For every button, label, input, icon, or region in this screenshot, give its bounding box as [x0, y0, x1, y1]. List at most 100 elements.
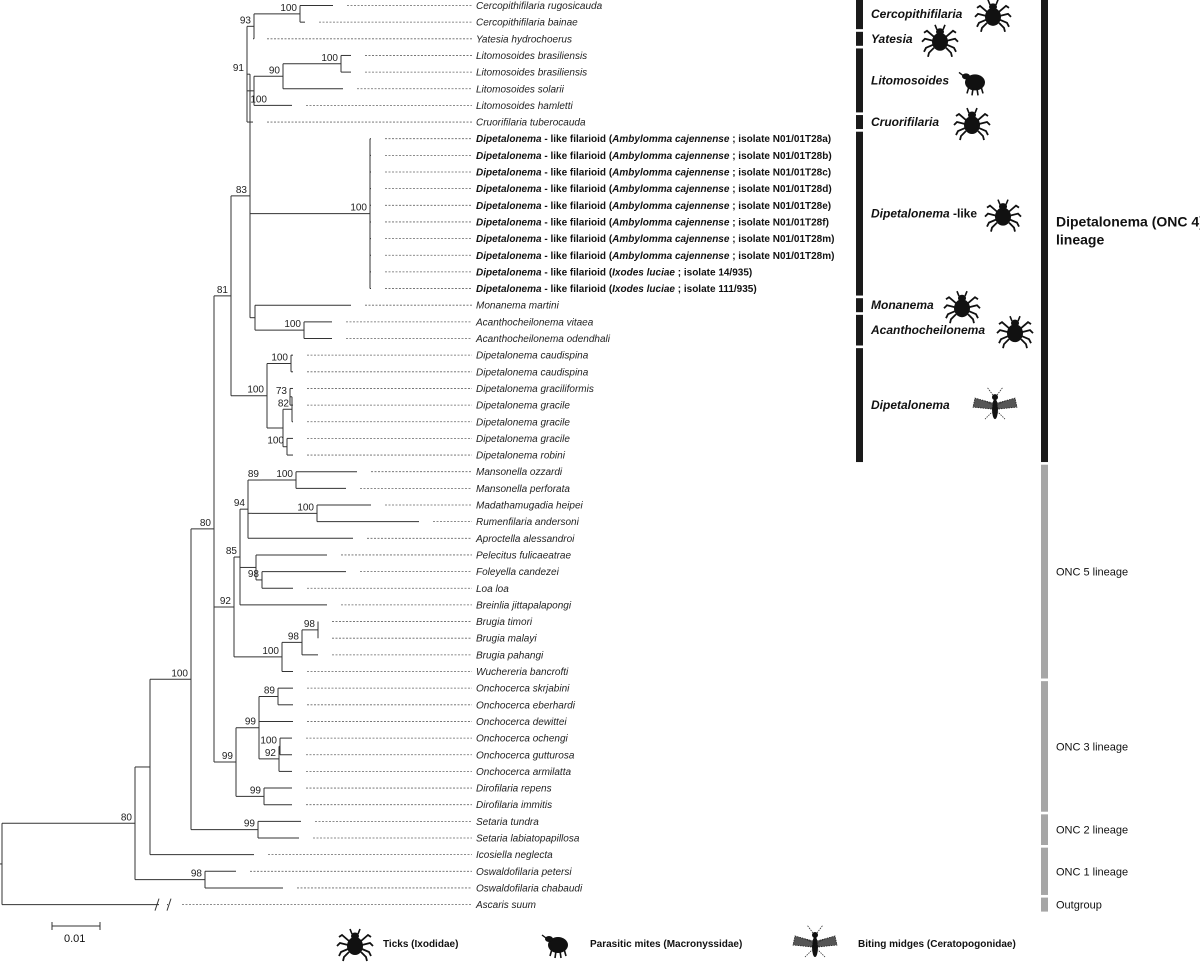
bootstrap-value: 73	[276, 386, 288, 397]
tick-icon	[996, 315, 1034, 350]
bootstrap-value: 80	[200, 518, 212, 529]
lineage-label: ONC 1 lineage	[1056, 866, 1128, 878]
clade-label: Litomosoides	[871, 73, 949, 87]
taxon-label: Dipetalonema - like filarioid (Ixodes lu…	[476, 284, 757, 295]
lineage-bar	[1041, 814, 1048, 845]
taxon-label: Dipetalonema robini	[476, 451, 566, 462]
lineage-label-line2: lineage	[1056, 231, 1104, 247]
taxon-label: Setaria labiatopapillosa	[476, 834, 580, 845]
taxon-label: Rumenfilaria andersoni	[476, 517, 580, 528]
taxon-label: Madathamugadia heipei	[476, 501, 584, 512]
bootstrap-value: 89	[248, 469, 260, 480]
bootstrap-value: 89	[264, 685, 276, 696]
bootstrap-value: 100	[262, 646, 279, 657]
lineage-label: ONC 5 lineage	[1056, 567, 1128, 579]
taxon-label: Litomosoides hamletti	[476, 101, 573, 112]
bootstrap-value: 92	[220, 596, 232, 607]
bootstrap-value: 99	[244, 819, 256, 830]
taxon-label: Cercopithifilaria rugosicauda	[476, 1, 603, 12]
bootstrap-value: 99	[245, 717, 257, 728]
bootstrap-value: 94	[234, 498, 246, 509]
taxon-label: Dipetalonema caudispina	[476, 367, 589, 378]
taxon-label: Oswaldofilaria chabaudi	[476, 883, 583, 894]
legend-ticks-label: Ticks (Ixodidae)	[383, 939, 458, 950]
bootstrap-value: 100	[284, 319, 301, 330]
taxon-label: Icosiella neglecta	[476, 850, 553, 861]
legend-midges-label: Biting midges (Ceratopogonidae)	[858, 939, 1016, 950]
bootstrap-value: 100	[271, 352, 288, 363]
taxon-label: Mansonella perforata	[476, 484, 570, 495]
taxon-label: Ascaris suum	[475, 900, 536, 911]
taxon-label: Litomosoides brasiliensis	[476, 51, 587, 62]
taxon-label: Breinlia jittapalapongi	[476, 600, 572, 611]
taxon-label: Wuchereria bancrofti	[476, 667, 569, 678]
taxon-label: Dipetalonema gracile	[476, 401, 570, 412]
taxon-label: Dipetalonema caudispina	[476, 351, 589, 362]
bootstrap-value: 82	[278, 398, 290, 409]
bootstrap-value: 100	[267, 436, 284, 447]
taxon-label: Dipetalonema graciliformis	[476, 384, 594, 395]
lineage-bar	[1041, 464, 1048, 679]
clade-label: Dipetalonema	[871, 398, 950, 412]
lineage-label: Outgroup	[1056, 900, 1102, 912]
taxon-label: Cruorifilaria tuberocauda	[476, 118, 586, 129]
host-legend: Ticks (Ixodidae) Parasitic mites (Macron…	[336, 924, 1016, 962]
bootstrap-value: 100	[171, 668, 188, 679]
mite-icon	[958, 71, 986, 97]
taxon-label: Loa loa	[476, 584, 509, 595]
taxon-label: Aproctella alessandroi	[475, 534, 575, 545]
taxon-label: Litomosoides brasiliensis	[476, 68, 587, 79]
clade-label: Cruorifilaria	[871, 115, 939, 129]
branches	[0, 5, 419, 911]
bootstrap-value: 91	[233, 63, 245, 74]
taxon-label: Foleyella candezei	[476, 567, 560, 578]
bootstrap-value: 98	[288, 631, 300, 642]
taxon-label: Onchocerca armilatta	[476, 767, 571, 778]
bootstrap-value: 100	[250, 94, 267, 105]
tick-icon	[984, 198, 1022, 233]
bootstrap-values: 1009310090100911001008310073821001008110…	[121, 3, 368, 880]
bootstrap-value: 100	[280, 3, 297, 14]
taxon-label: Monanema martini	[476, 301, 560, 312]
branch-break-mark	[154, 898, 172, 911]
bootstrap-value: 81	[217, 285, 229, 296]
clade-bar	[856, 31, 863, 46]
lineage-label: ONC 3 lineage	[1056, 741, 1128, 753]
taxon-labels: Cercopithifilaria rugosicaudaCercopithif…	[475, 1, 834, 911]
leader-lines	[182, 5, 472, 905]
clade-label: Acanthocheilonema	[870, 323, 985, 337]
bootstrap-value: 100	[276, 469, 293, 480]
lineage-bar	[1041, 681, 1048, 812]
taxon-label: Dipetalonema - like filarioid (Ambylomma…	[476, 168, 831, 179]
taxon-label: Litomosoides solarii	[476, 84, 565, 95]
taxon-label: Dirofilaria repens	[476, 784, 552, 795]
tick-icon	[921, 23, 959, 58]
bootstrap-value: 80	[121, 812, 133, 823]
taxon-label: Cercopithifilaria bainae	[476, 18, 578, 29]
bootstrap-value: 98	[191, 869, 203, 880]
tick-legend-icon	[336, 928, 374, 962]
taxon-label: Onchocerca eberhardi	[476, 700, 576, 711]
taxon-label: Dipetalonema - like filarioid (Ambylomma…	[476, 134, 831, 145]
bootstrap-value: 100	[321, 53, 338, 64]
legend-mites-label: Parasitic mites (Macronyssidae)	[590, 939, 742, 950]
taxon-label: Brugia pahangi	[476, 650, 544, 661]
taxon-label: Acanthocheilonema odendhali	[475, 334, 611, 345]
clade-bar	[856, 131, 863, 296]
scale-bar-label: 0.01	[64, 933, 85, 945]
taxon-label: Dipetalonema gracile	[476, 417, 570, 428]
clade-bar	[856, 348, 863, 463]
bootstrap-value: 100	[260, 735, 277, 746]
taxon-label: Onchocerca skrjabini	[476, 684, 570, 695]
taxon-label: Dipetalonema gracile	[476, 434, 570, 445]
lineage-bar	[1041, 847, 1048, 895]
clade-bar	[856, 48, 863, 113]
bootstrap-value: 100	[297, 502, 314, 513]
lineage-label: Dipetalonema (ONC 4)	[1056, 213, 1200, 229]
taxon-label: Acanthocheilonema vitaea	[475, 317, 594, 328]
bootstrap-value: 90	[269, 65, 281, 76]
midge-legend-icon	[792, 924, 838, 958]
clade-label: Monanema	[871, 298, 934, 312]
midge-icon	[972, 386, 1018, 420]
